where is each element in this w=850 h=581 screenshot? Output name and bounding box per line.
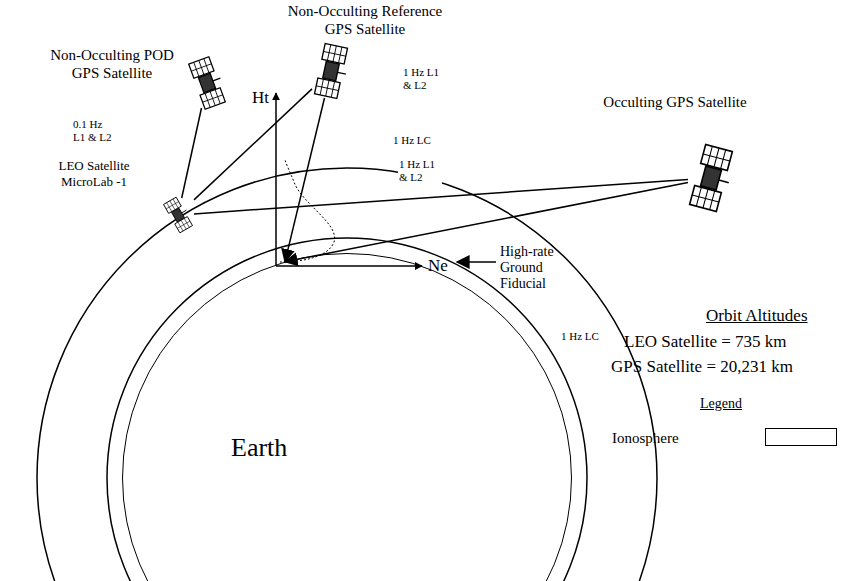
ionosphere-boundary <box>37 168 657 581</box>
satellite-label: Non-Occulting Reference GPS Satellite <box>280 2 450 38</box>
leader-arrow <box>457 261 496 263</box>
satellite: Non-Occulting POD GPS Satellite <box>188 58 226 108</box>
signal-link <box>182 108 202 198</box>
satellite-icon <box>307 41 355 102</box>
signal-link <box>285 98 325 262</box>
satellite-label: Occulting GPS Satellite <box>560 93 790 111</box>
satellite: Occulting GPS Satellite <box>688 145 734 211</box>
text-label: LEO Satellite = 735 km <box>624 332 787 352</box>
ionosphere-inner-ring <box>107 238 587 581</box>
height-axis <box>275 93 277 266</box>
satellite: LEO Satellite MicroLab -1 <box>162 198 194 232</box>
link-label: 0.1 Hz L1 & L2 <box>72 118 116 144</box>
earth-circle: Earth <box>122 253 572 581</box>
satellite-icon <box>181 53 234 113</box>
text-label: Legend <box>700 396 742 412</box>
satellite: Non-Occulting Reference GPS Satellite <box>312 44 350 98</box>
text-label: GPS Satellite = 20,231 km <box>611 357 793 377</box>
density-axis <box>276 265 422 267</box>
satellite-label: LEO Satellite MicroLab -1 <box>48 158 140 189</box>
link-label: 1 Hz L1 & L2 <box>398 158 442 184</box>
text-label: Orbit Altitudes <box>706 306 808 326</box>
legend-swatch <box>765 428 837 446</box>
satellite-icon <box>680 140 742 216</box>
text-label: Ne <box>428 256 448 276</box>
satellite-icon <box>156 192 201 237</box>
earth-label: Earth <box>231 432 321 463</box>
link-label: 1 Hz L1 & L2 <box>402 66 446 92</box>
satellite-label: Non-Occulting POD GPS Satellite <box>48 46 176 82</box>
link-label: 1 Hz LC <box>560 330 604 343</box>
link-label: 1 Hz LC <box>392 134 436 147</box>
signal-link <box>285 183 688 262</box>
text-label: Ht <box>252 88 269 108</box>
legend-text: Ionosphere <box>612 430 679 447</box>
text-label: High-rate Ground Fiducial <box>500 244 564 292</box>
